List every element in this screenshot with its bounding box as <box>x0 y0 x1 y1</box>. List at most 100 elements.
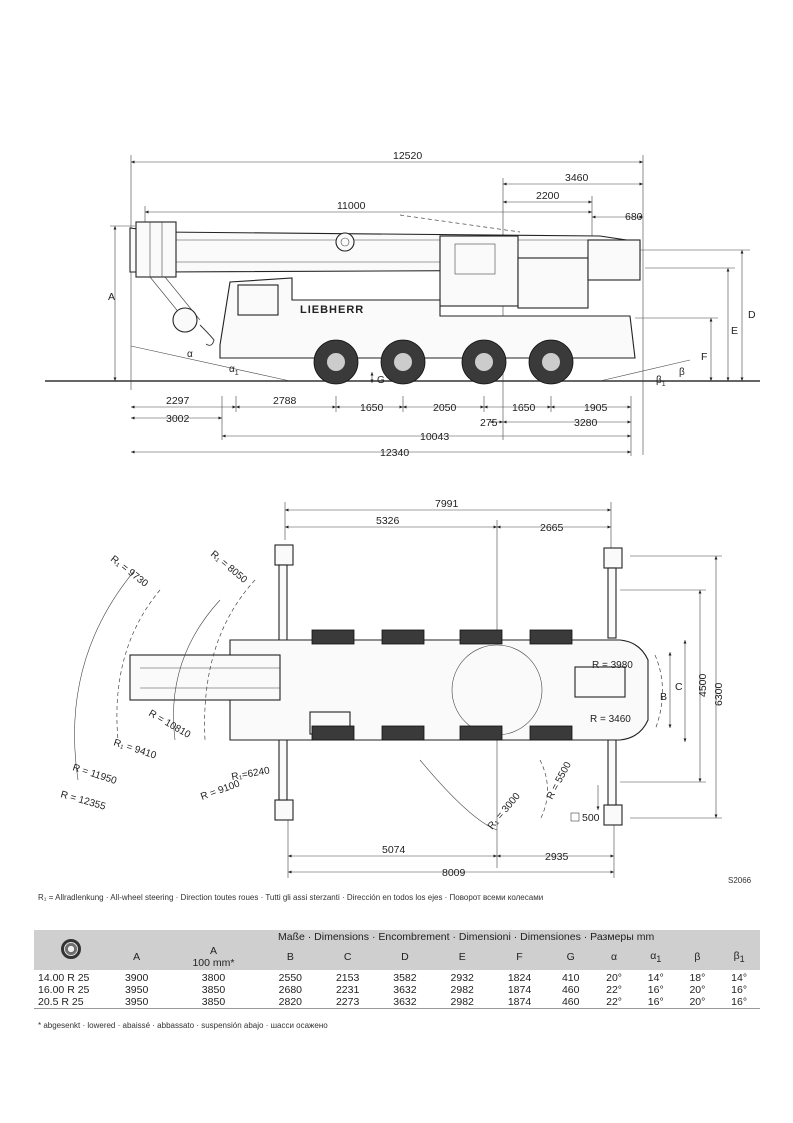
tire-top-1 <box>311 629 355 645</box>
dim-12520: 12520 <box>393 150 422 162</box>
table-cell: 2680 <box>278 984 302 996</box>
table-cell: 2932 <box>450 972 474 984</box>
table-cell: 3582 <box>393 972 417 984</box>
dim-7991: 7991 <box>435 498 459 510</box>
col-C: C <box>318 944 377 970</box>
table-cell: 3800 <box>201 972 226 984</box>
table-cell: 3900 <box>124 972 149 984</box>
dim-1650a: 1650 <box>360 402 384 414</box>
table-cell: 16° <box>718 996 760 1009</box>
tire-size-cell: 16.00 R 25 <box>38 984 90 996</box>
radius-8050: R₁ = 8050 <box>208 549 249 586</box>
dim-500: 500 <box>582 812 600 824</box>
table-cell: 3950 <box>108 996 166 1009</box>
dim-G: G <box>377 375 385 386</box>
side-view: 12520 3460 11000 2200 680 <box>45 150 760 459</box>
arc-r12355 <box>74 569 136 781</box>
dim-2050: 2050 <box>433 402 457 414</box>
table-cell: 1874 <box>490 996 549 1009</box>
table-cell: 22° <box>606 984 623 996</box>
tire-bottom-4 <box>529 725 573 741</box>
outrigger-pad-fl <box>274 544 294 566</box>
tire-bottom-3 <box>459 725 503 741</box>
dim-3002: 3002 <box>166 413 190 425</box>
table-cell: 410 <box>561 972 580 984</box>
col-B: B <box>261 944 319 970</box>
col-A: A <box>108 944 166 970</box>
dim-10043: 10043 <box>420 431 449 443</box>
tire-bottom-2 <box>381 725 425 741</box>
dim-6300: 6300 <box>713 682 725 706</box>
col-E: E <box>433 944 491 970</box>
table-cell: 3632 <box>393 984 417 996</box>
table-cell: 20° <box>606 972 623 984</box>
angle-alpha1: α1 <box>229 364 239 377</box>
col-beta: β <box>676 944 719 970</box>
tire-top-2 <box>381 629 425 645</box>
dim-4500: 4500 <box>697 673 709 697</box>
radius-3460: R = 3460 <box>590 714 631 725</box>
table-cell: 3850 <box>165 996 262 1009</box>
table-heading: Maße · Dimensions · Encombrement · Dimen… <box>108 930 760 944</box>
dim-E: E <box>731 325 738 337</box>
hook <box>199 324 215 346</box>
table-cell: 14° <box>647 972 664 984</box>
tire-top-4 <box>529 629 573 645</box>
dim-2665: 2665 <box>540 522 564 534</box>
dim-680: 680 <box>625 211 643 223</box>
dim-C: C <box>675 681 683 693</box>
outrigger-pad-fr <box>603 547 623 569</box>
boom-sheave <box>335 232 355 252</box>
table-cell: 14° <box>731 972 748 984</box>
col-alpha: α <box>593 944 635 970</box>
radius-11950: R = 11950 <box>71 762 118 787</box>
table-footnote: * abgesenkt · lowered · abaissé · abbass… <box>38 1021 328 1030</box>
radius-9730: R₁ = 9730 <box>108 554 150 590</box>
brand-label: LIEBHERR <box>300 304 364 316</box>
tire-icon <box>61 938 81 959</box>
table-cell: 3950 <box>124 984 149 996</box>
table-cell: 16° <box>731 984 748 996</box>
driver-cab <box>237 284 279 316</box>
rear-winch <box>587 239 641 281</box>
tire-header <box>34 930 108 970</box>
table-cell: 22° <box>593 996 635 1009</box>
angle-beta1: β1 <box>656 375 666 388</box>
radius-5500: R = 5500 <box>545 760 574 802</box>
table-cell: 460 <box>548 996 594 1009</box>
drawing-code: S2066 <box>728 876 752 885</box>
carrier-chassis <box>219 277 636 359</box>
table-cell: 16° <box>647 984 664 996</box>
boom-head <box>135 221 177 278</box>
tire-size-cell: 14.00 R 25 <box>38 972 90 984</box>
dim-A: A <box>108 291 115 303</box>
tire-top-3 <box>459 629 503 645</box>
radius-12355: R = 12355 <box>59 789 107 812</box>
table-cell: 2273 <box>318 996 377 1009</box>
table-cell: 3632 <box>376 996 434 1009</box>
col-alpha1: α1 <box>634 944 677 970</box>
hook-block <box>172 307 198 333</box>
dim-5074: 5074 <box>382 844 406 856</box>
table-cell: 16° <box>634 996 677 1009</box>
table-cell: 2982 <box>450 984 474 996</box>
table-cell: 2231 <box>335 984 360 996</box>
dim-12340: 12340 <box>380 447 409 459</box>
dim-1650b: 1650 <box>512 402 536 414</box>
radius-10810: R = 10810 <box>147 708 193 741</box>
dim-B: B <box>660 691 667 703</box>
radius-9410: R₁ = 9410 <box>112 737 158 761</box>
tire-size-cell: 20.5 R 25 <box>34 996 108 1009</box>
table-cell: 460 <box>561 984 580 996</box>
winch-top <box>574 666 626 698</box>
dim-2788: 2788 <box>273 395 297 407</box>
outrigger-pad-rl <box>274 799 294 821</box>
table-cell: 1874 <box>507 984 532 996</box>
dim-2297: 2297 <box>166 395 190 407</box>
table-cell: 20° <box>676 996 719 1009</box>
table-cell: 1824 <box>507 972 532 984</box>
